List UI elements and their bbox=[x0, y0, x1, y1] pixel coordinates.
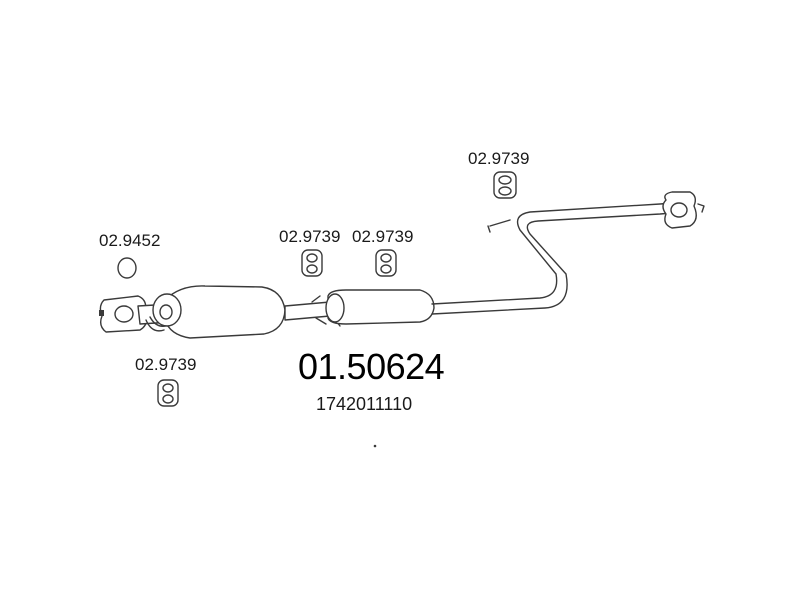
rubber-hanger-mid-right bbox=[375, 249, 397, 277]
center-resonator bbox=[327, 289, 435, 325]
callout-gasket: 02.9452 bbox=[99, 231, 161, 250]
callout-hanger-mid-left: 02.9739 bbox=[279, 227, 341, 246]
tail-pipe-outer bbox=[431, 202, 673, 305]
callout-hanger-mid-right: 02.9739 bbox=[352, 227, 414, 246]
callout-hanger-bottom-left: 02.9739 bbox=[135, 355, 197, 374]
middle-pipe bbox=[284, 301, 331, 321]
gasket-ring bbox=[117, 257, 137, 279]
front-clamp bbox=[145, 316, 167, 332]
rubber-hanger-mid-left bbox=[301, 249, 323, 277]
rubber-hanger-top-right bbox=[493, 171, 517, 199]
tail-hanger-hook bbox=[487, 219, 511, 233]
tail-pipe-inner bbox=[431, 212, 673, 315]
rear-flange bbox=[662, 191, 705, 229]
front-muffler-inlet-hole bbox=[159, 304, 173, 320]
callout-hanger-top-right: 02.9739 bbox=[468, 149, 530, 168]
rubber-hanger-bottom-left bbox=[157, 379, 179, 407]
center-resonator-end bbox=[325, 293, 345, 323]
stray-dot bbox=[373, 444, 377, 448]
front-flange bbox=[99, 295, 148, 333]
main-part-number: 01.50624 bbox=[298, 346, 445, 387]
oem-number: 1742011110 bbox=[316, 394, 413, 414]
front-muffler bbox=[164, 285, 286, 339]
